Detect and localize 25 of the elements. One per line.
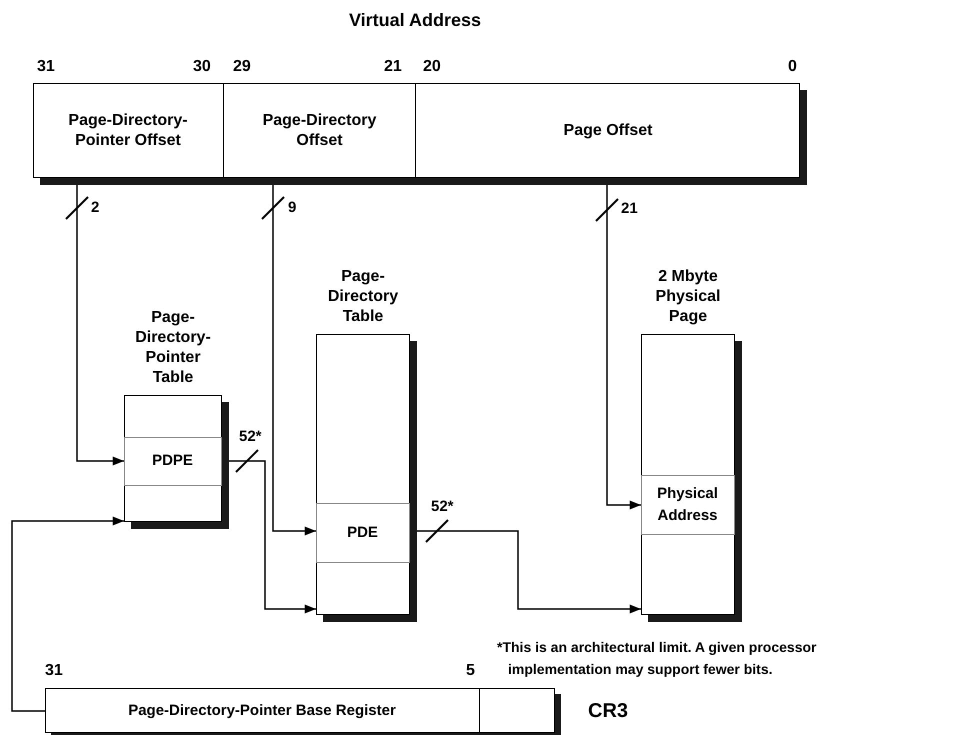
bit-number: 20 <box>423 58 441 76</box>
table-heading: Page-Directory Table <box>326 267 400 327</box>
register-name: CR3 <box>588 700 628 723</box>
field-label: Page-Directory-Pointer Offset <box>67 110 189 150</box>
bit-number: 5 <box>466 662 475 680</box>
field-label: Page-Directory Offset <box>262 110 378 150</box>
field-label: PDPE <box>151 451 194 471</box>
bit-number: 31 <box>45 662 63 680</box>
field-label: Page Offset <box>562 120 654 140</box>
bit-number: 31 <box>37 58 55 76</box>
entry-row <box>316 502 410 562</box>
table-heading: Page-Directory-Pointer Table <box>134 308 212 388</box>
table-heading: 2 Mbyte Physical Page <box>654 267 722 327</box>
entry-row <box>124 436 222 486</box>
arrow <box>11 516 124 712</box>
field-label: PDE <box>346 522 379 542</box>
field-label: Physical Address <box>656 484 719 526</box>
bit-number: 30 <box>193 58 211 76</box>
bit-number: 0 <box>788 58 797 76</box>
entry-row <box>640 474 734 534</box>
field-label: Page-Directory-Pointer Base Register <box>127 700 397 720</box>
footnote: *This is an architectural limit. A given processor implementation may support fewer bits. <box>497 638 818 679</box>
diagram-title: Virtual Address <box>348 10 482 31</box>
bit-number: 29 <box>233 58 251 76</box>
bit-number: 21 <box>384 58 402 76</box>
